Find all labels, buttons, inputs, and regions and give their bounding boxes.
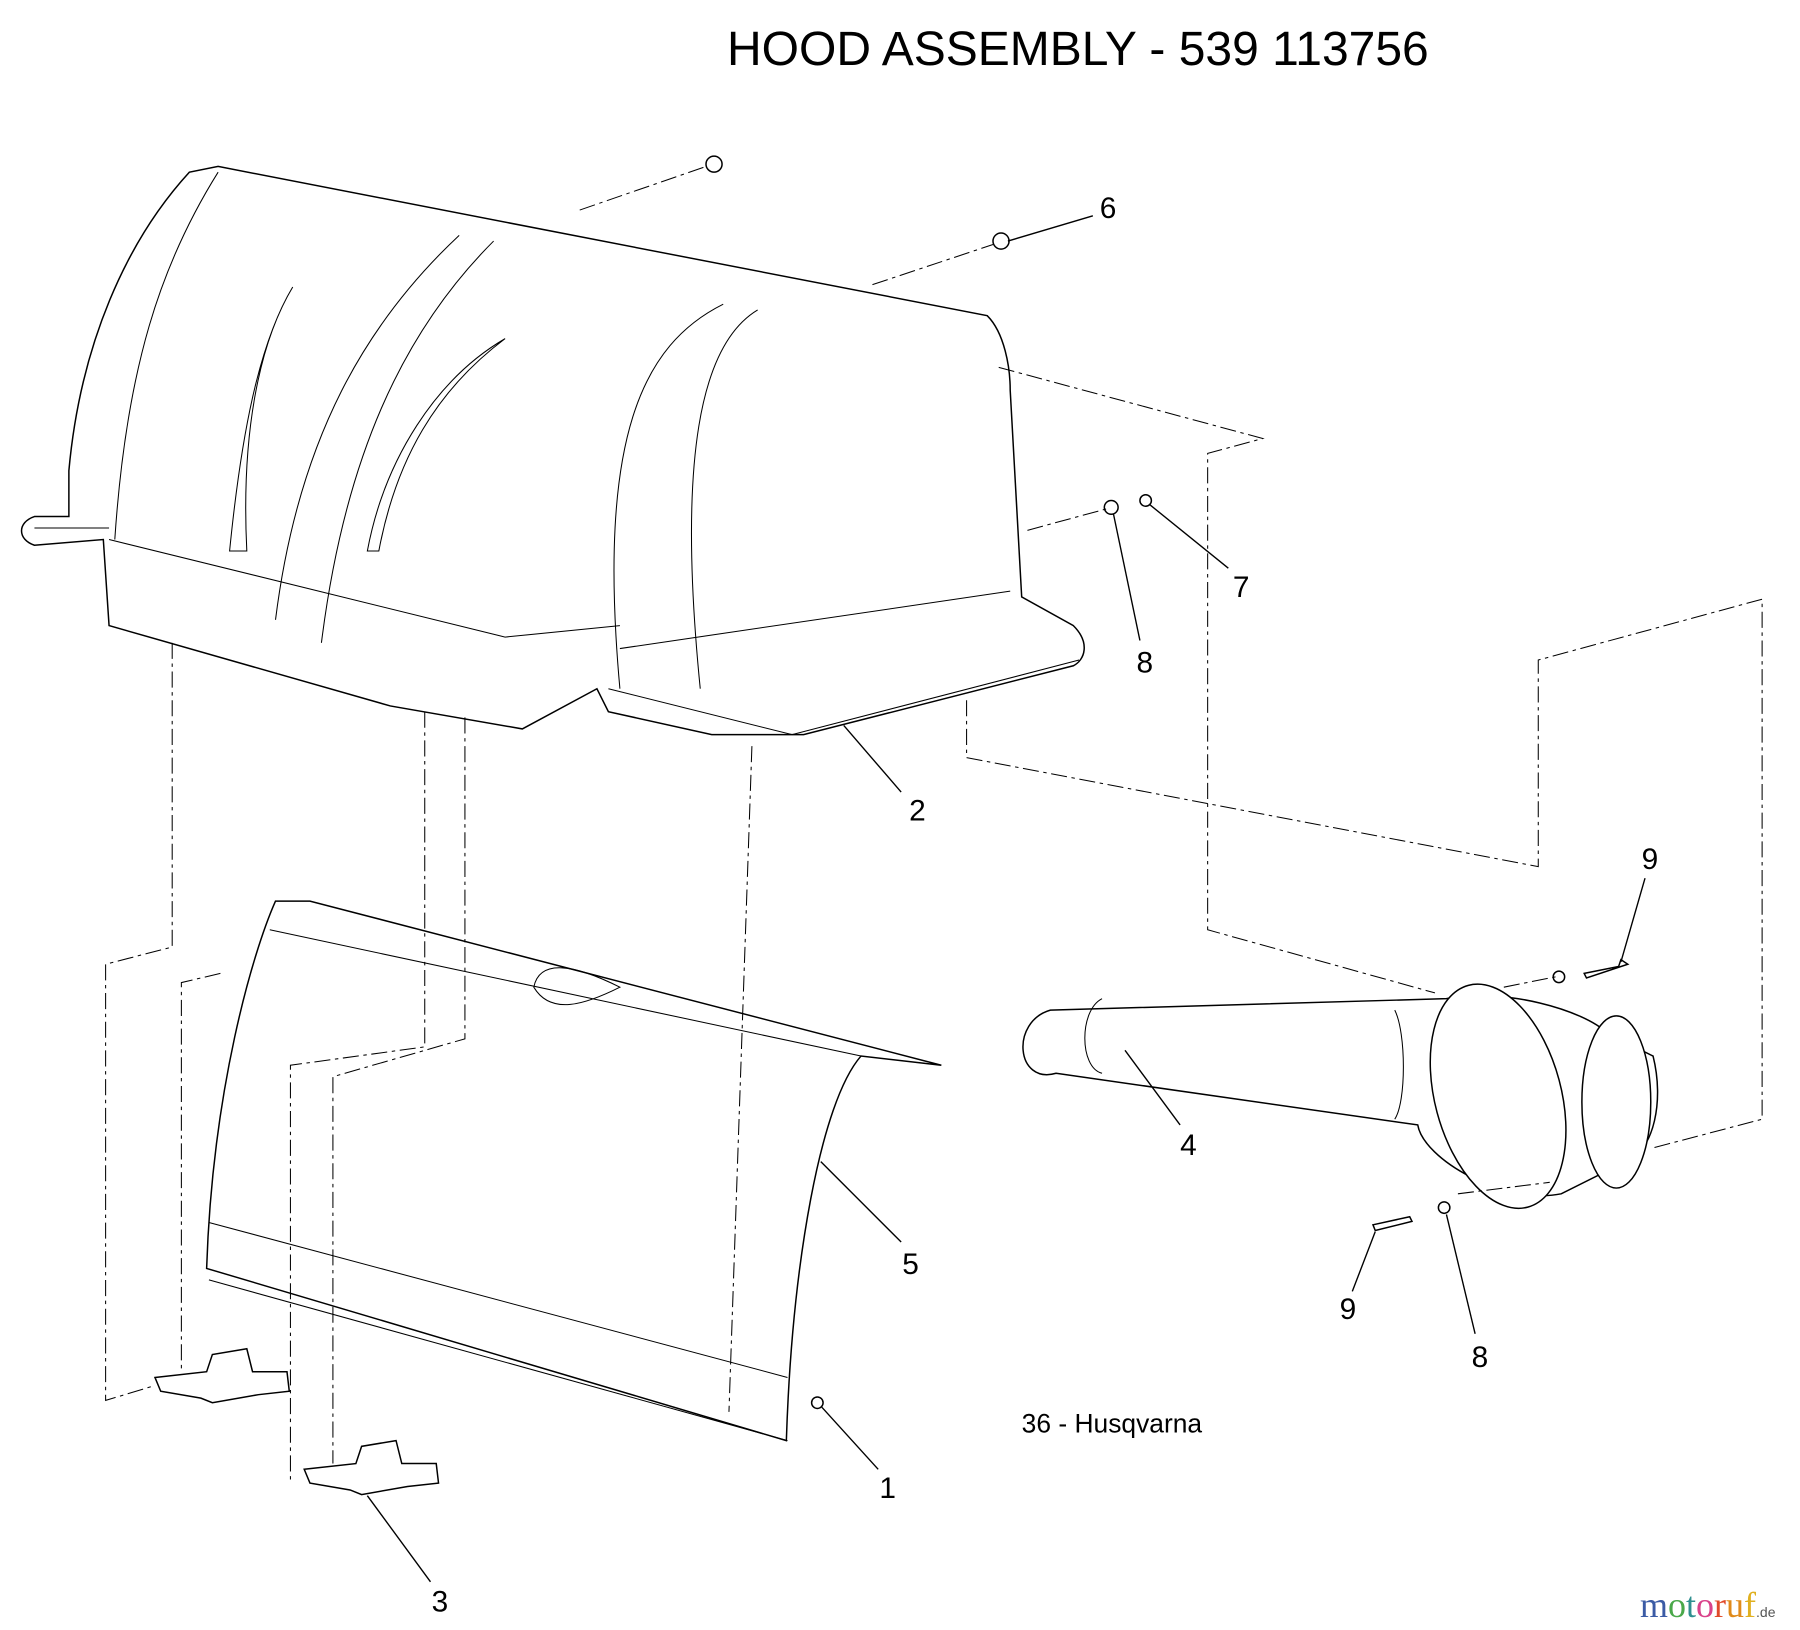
watermark-letter: o [1696, 1585, 1715, 1625]
watermark-letter: m [1640, 1585, 1669, 1625]
diagram-caption: 36 - Husqvarna [1022, 1409, 1203, 1439]
callout-2: 2 [909, 795, 926, 828]
watermark-letter: t [1686, 1585, 1697, 1625]
diagram-title: HOOD ASSEMBLY - 539 113756 [727, 23, 1429, 76]
bracket-part-3-lower [303, 1439, 440, 1496]
leader-lines [366, 215, 1646, 1583]
watermark-letter: o [1668, 1585, 1687, 1625]
callout-9: 9 [1642, 843, 1659, 876]
callout-7: 7 [1233, 571, 1250, 604]
watermark-suffix: .de [1756, 1604, 1776, 1620]
watermark-logo: motoruf.de [1640, 1584, 1776, 1626]
callout-5: 5 [902, 1248, 919, 1281]
watermark-letter: r [1714, 1585, 1727, 1625]
bracket-part-3-upper [153, 1347, 291, 1404]
chute-part-4 [1022, 983, 1659, 1210]
callout-8: 8 [1472, 1341, 1489, 1374]
callout-6: 6 [1100, 192, 1117, 225]
callout-3: 3 [432, 1586, 449, 1619]
callout-1: 1 [879, 1472, 896, 1505]
watermark-letter: f [1744, 1585, 1757, 1625]
assembly-lines [105, 165, 1763, 1481]
callout-9: 9 [1340, 1293, 1357, 1326]
watermark-letter: u [1726, 1585, 1745, 1625]
callout-4: 4 [1180, 1129, 1197, 1162]
hood-part-2 [20, 165, 1085, 736]
deflector-part-5 [205, 900, 942, 1442]
callout-8: 8 [1136, 647, 1153, 680]
